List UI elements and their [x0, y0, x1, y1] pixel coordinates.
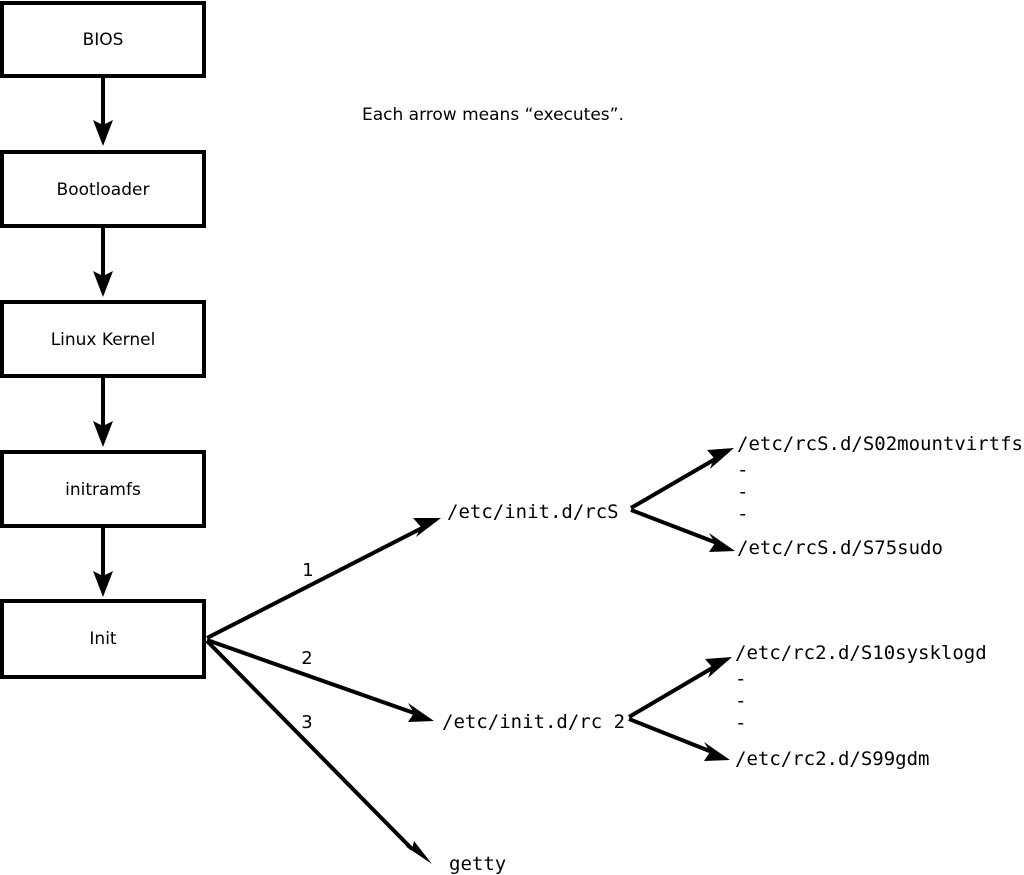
edge-rcs-to-first-script: [629, 448, 734, 510]
bootloader-box[interactable]: [0, 150, 206, 228]
initramfs-label: initramfs: [65, 480, 141, 500]
node-rc2-label[interactable]: /etc/init.d/rc 2: [442, 711, 625, 733]
rcs-ellipsis-dash-2: -: [737, 481, 748, 503]
edge-init-to-getty: 3: [205, 639, 432, 864]
arrowhead-icon: [408, 703, 434, 722]
arrowhead-icon: [707, 448, 734, 469]
arrowhead-icon: [413, 518, 441, 537]
node-initramfs[interactable]: initramfs: [0, 450, 206, 528]
edge-number-1: 1: [302, 560, 313, 581]
arrow-initramfs-to-init: [93, 526, 113, 597]
arrow-bootloader-to-kernel: [93, 226, 113, 297]
bootloader-label: Bootloader: [57, 180, 150, 200]
edge-number-3: 3: [301, 712, 312, 733]
arrowhead-icon: [704, 742, 730, 761]
arrowhead-icon: [93, 120, 113, 146]
rcs-script-first[interactable]: /etc/rcS.d/S02mountvirtfs: [737, 433, 1023, 455]
edge-rc2-to-first-script: [627, 657, 732, 719]
rc2-ellipsis-dash-1: -: [735, 668, 746, 690]
linux-kernel-label: Linux Kernel: [51, 330, 156, 350]
linux-kernel-box[interactable]: [0, 300, 206, 378]
node-init[interactable]: Init: [0, 599, 206, 679]
bios-box[interactable]: [0, 1, 206, 78]
node-getty-label[interactable]: getty: [449, 853, 506, 875]
edge-rcs-to-last-script: [630, 508, 735, 552]
node-linux-kernel[interactable]: Linux Kernel: [0, 300, 206, 378]
node-bootloader[interactable]: Bootloader: [0, 150, 206, 228]
bios-label: BIOS: [83, 30, 124, 50]
edge-init-to-rc2: 2: [206, 638, 434, 722]
arrowhead-icon: [709, 533, 735, 552]
rc2-script-last[interactable]: /etc/rc2.d/S99gdm: [735, 748, 929, 770]
arrowhead-icon: [93, 421, 113, 447]
rc2-script-first[interactable]: /etc/rc2.d/S10sysklogd: [735, 642, 987, 664]
legend-note: Each arrow means “executes”.: [362, 105, 624, 125]
rc2-ellipsis-dash-3: -: [735, 712, 746, 734]
node-rcs-label[interactable]: /etc/init.d/rcS: [447, 501, 619, 523]
arrowhead-icon: [93, 271, 113, 297]
init-label: Init: [89, 629, 117, 649]
arrowhead-icon: [705, 657, 732, 678]
edge-rc2-to-last-script: [628, 717, 730, 761]
arrow-kernel-to-initramfs: [93, 376, 113, 447]
rcs-ellipsis-dash-1: -: [737, 459, 748, 481]
rcs-script-last[interactable]: /etc/rcS.d/S75sudo: [737, 537, 943, 559]
edge-init-to-rcs: 1: [206, 518, 441, 640]
node-bios[interactable]: BIOS: [0, 1, 206, 78]
edge-number-2: 2: [301, 648, 312, 669]
arrowhead-icon: [405, 841, 432, 864]
arrowhead-icon: [93, 571, 113, 597]
init-box[interactable]: [0, 599, 206, 679]
rcs-ellipsis-dash-3: -: [737, 503, 748, 525]
rc2-ellipsis-dash-2: -: [735, 690, 746, 712]
arrow-bios-to-bootloader: [93, 76, 113, 146]
